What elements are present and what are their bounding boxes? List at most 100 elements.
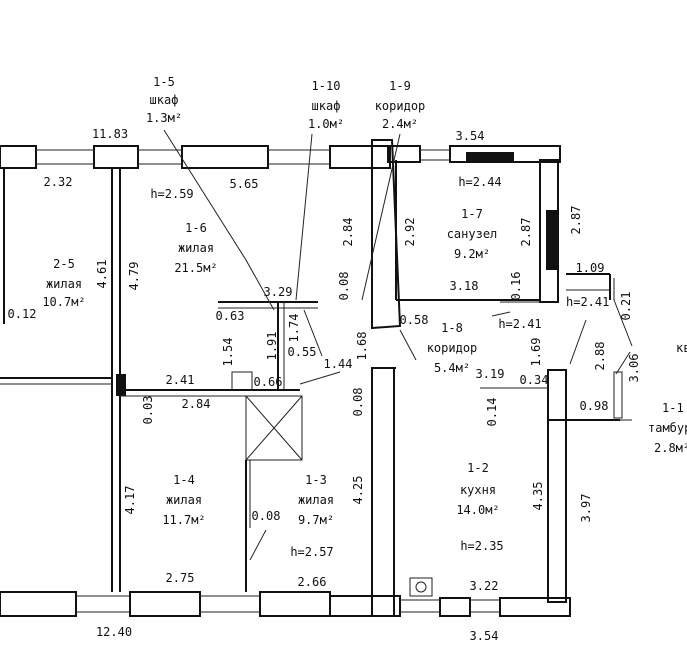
dim-label: 3.29 bbox=[264, 285, 293, 299]
dim-label: 1.68 bbox=[355, 332, 369, 361]
dim-label: 2.84 bbox=[182, 397, 211, 411]
dim-label: 1.54 bbox=[221, 338, 235, 367]
room-height: h=2.57 bbox=[290, 545, 333, 559]
room-height: h=2.44 bbox=[458, 175, 501, 189]
room-id: 1-6 bbox=[185, 221, 207, 235]
room-name: коридор bbox=[375, 99, 426, 113]
dim-label: 11.83 bbox=[92, 127, 128, 141]
dim-label: 0.03 bbox=[141, 396, 155, 425]
room-area: 14.0м² bbox=[456, 503, 499, 517]
dim-label: 2.32 bbox=[44, 175, 73, 189]
room-name: коридор bbox=[427, 341, 478, 355]
dim-label: 0.21 bbox=[619, 292, 633, 321]
dim-label: 4.17 bbox=[123, 486, 137, 515]
room-name: жилая bbox=[298, 493, 334, 507]
room-area: 5.4м² bbox=[434, 361, 470, 375]
room-name: кухня bbox=[460, 483, 496, 497]
dim-label: 2.66 bbox=[298, 575, 327, 589]
room-id: 1-4 bbox=[173, 473, 195, 487]
room-id: 1-10 bbox=[312, 79, 341, 93]
dim-label: 2.88 bbox=[593, 342, 607, 371]
room-height: h=2.35 bbox=[460, 539, 503, 553]
dim-label: 2.87 bbox=[569, 206, 583, 235]
dim-label: 0.14 bbox=[485, 398, 499, 427]
dim-label: 4.25 bbox=[351, 476, 365, 505]
cut-off-label: кв bbox=[676, 341, 687, 355]
room-id: 1-8 bbox=[441, 321, 463, 335]
dim-label: 0.12 bbox=[8, 307, 37, 321]
height-label-vestibule: h=2.41 bbox=[566, 295, 609, 309]
room-area: 2.8м² bbox=[654, 441, 687, 455]
room-label-1-3: 1-3 жилая 9.7м² h=2.57 bbox=[290, 473, 334, 559]
dim-label: 3.97 bbox=[579, 494, 593, 523]
dim-label: 3.22 bbox=[470, 579, 499, 593]
room-label-1-2: 1-2 кухня 14.0м² h=2.35 bbox=[456, 461, 503, 553]
bath-and-corridor-walls bbox=[371, 139, 633, 617]
room-label-2-5: 2-5 жилая 10.7м² bbox=[42, 257, 85, 309]
dim-label: 5.65 bbox=[230, 177, 259, 191]
dim-label: 2.84 bbox=[341, 218, 355, 247]
room-id: 1-7 bbox=[461, 207, 483, 221]
room-area: 1.3м² bbox=[146, 111, 182, 125]
room-id: 1-1 bbox=[662, 401, 684, 415]
bottom-exterior-wall bbox=[0, 577, 571, 617]
dim-label: 3.19 bbox=[476, 367, 505, 381]
dim-label: 4.61 bbox=[95, 260, 109, 289]
room-label-1-1: 1-1 тамбур 2.8м² bbox=[648, 401, 687, 455]
dim-label: 3.06 bbox=[627, 354, 641, 383]
room-area: 1.0м² bbox=[308, 117, 344, 131]
dim-label: 0.63 bbox=[216, 309, 245, 323]
dim-label: 3.18 bbox=[450, 279, 479, 293]
dim-label: 1.44 bbox=[324, 357, 353, 371]
dim-label: 1.74 bbox=[287, 314, 301, 343]
room-area: 9.2м² bbox=[454, 247, 490, 261]
room-name: санузел bbox=[447, 227, 498, 241]
dim-label: 2.41 bbox=[166, 373, 195, 387]
dim-label: 3.54 bbox=[470, 629, 499, 643]
top-exterior-wall bbox=[0, 145, 561, 169]
dim-label: 2.75 bbox=[166, 571, 195, 585]
dim-label: 1.91 bbox=[265, 332, 279, 361]
dim-label: 0.55 bbox=[288, 345, 317, 359]
room-id: 1-3 bbox=[305, 473, 327, 487]
dim-label: 0.58 bbox=[400, 313, 429, 327]
room-name: жилая bbox=[178, 241, 214, 255]
room-label-1-5: 1-5 шкаф 1.3м² bbox=[146, 75, 182, 125]
dim-label: 3.54 bbox=[456, 129, 485, 143]
central-closets bbox=[120, 301, 341, 592]
dim-label: 1.69 bbox=[529, 338, 543, 367]
room-label-1-7: h=2.44 1-7 санузел 9.2м² bbox=[447, 175, 502, 261]
dim-label: 4.35 bbox=[531, 482, 545, 511]
room-label-1-9: 1-9 коридор 2.4м² bbox=[375, 79, 426, 131]
dim-label: 0.08 bbox=[351, 388, 365, 417]
room-name: жилая bbox=[46, 277, 82, 291]
room-name: шкаф bbox=[312, 99, 341, 113]
left-partitions bbox=[0, 168, 126, 592]
room-label-1-4: 1-4 жилая 11.7м² bbox=[162, 473, 205, 527]
room-name: жилая bbox=[166, 493, 202, 507]
room-name: шкаф bbox=[150, 93, 179, 107]
room-area: 9.7м² bbox=[298, 513, 334, 527]
room-label-1-6: h=2.59 1-6 жилая 21.5м² bbox=[150, 187, 217, 275]
room-height: h=2.41 bbox=[498, 317, 541, 331]
room-label-1-8: 1-8 коридор 5.4м² h=2.41 bbox=[427, 317, 542, 375]
leader-lines bbox=[163, 129, 401, 311]
room-area: 11.7м² bbox=[162, 513, 205, 527]
dim-label: 0.16 bbox=[509, 272, 523, 301]
dim-label: 0.08 bbox=[337, 272, 351, 301]
room-name: тамбур bbox=[648, 421, 687, 435]
room-height: h=2.59 bbox=[150, 187, 193, 201]
room-area: 10.7м² bbox=[42, 295, 85, 309]
dim-label: 1.09 bbox=[576, 261, 605, 275]
dim-label: 0.66 bbox=[254, 375, 283, 389]
vertical-dimensions: 4.61 4.79 2.84 2.92 2.87 2.87 0.08 1.74 … bbox=[95, 206, 641, 523]
room-id: 1-9 bbox=[389, 79, 411, 93]
horizontal-dimensions: 11.83 3.54 2.32 5.65 0.12 3.29 0.63 3.18… bbox=[8, 127, 609, 643]
dim-label: 0.34 bbox=[520, 373, 549, 387]
room-id: 1-5 bbox=[153, 75, 175, 89]
dim-label: 4.79 bbox=[127, 262, 141, 291]
room-id: 1-2 bbox=[467, 461, 489, 475]
room-label-1-10: 1-10 шкаф 1.0м² bbox=[308, 79, 344, 131]
room-area: 21.5м² bbox=[174, 261, 217, 275]
